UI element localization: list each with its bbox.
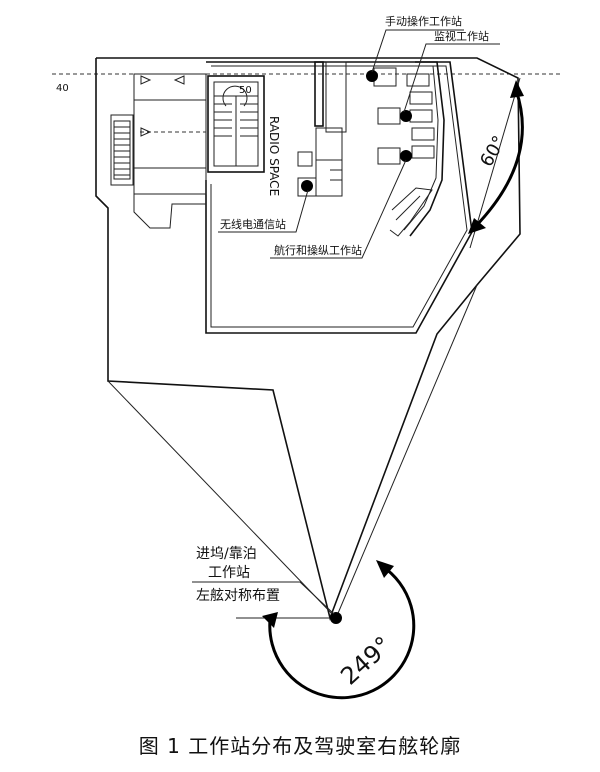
ventilation-unit <box>110 114 134 186</box>
manual-station-seat <box>366 67 397 87</box>
stair-label-50: 50 <box>239 85 252 96</box>
stairwell: 50 <box>207 75 265 173</box>
svg-text:航行和操纵工作站: 航行和操纵工作站 <box>274 243 362 257</box>
angle-249-marker: 249° <box>262 560 416 700</box>
docking-view-lines <box>107 77 521 624</box>
svg-text:手动操作工作站: 手动操作工作站 <box>385 14 462 28</box>
left-compartment <box>133 73 207 195</box>
label-radio-station: 无线电通信站 <box>218 189 309 233</box>
label-monitor-station: 监视工作站 <box>403 29 500 113</box>
label-nav-station: 航行和操纵工作站 <box>270 159 407 259</box>
bridge-room-outline <box>205 61 473 334</box>
svg-text:监视工作站: 监视工作站 <box>434 29 489 43</box>
nav-console-bank <box>389 61 445 237</box>
svg-text:左舷对称布置: 左舷对称布置 <box>196 588 280 604</box>
radio-space-label: RADIO SPACE <box>267 116 281 196</box>
angle-60-marker: 60° <box>468 80 524 234</box>
bridge-room-inner <box>210 65 468 328</box>
frame-label-40: 40 <box>56 83 69 94</box>
radio-station-seat <box>297 177 317 197</box>
hull-outline <box>95 57 521 621</box>
label-docking-station: 进坞/靠泊 工作站 左舷对称布置 <box>192 546 335 615</box>
center-consoles <box>297 61 347 197</box>
monitor-station-seat <box>377 107 412 125</box>
label-manual-station: 手动操作工作站 <box>371 14 464 73</box>
nav-station-seat <box>377 147 412 165</box>
angle-60-label: 60° <box>476 132 510 170</box>
figure-caption: 图 1 工作站分布及驾驶室右舷轮廓 <box>138 734 462 758</box>
svg-text:进坞/靠泊: 进坞/靠泊 <box>196 546 257 562</box>
svg-text:工作站: 工作站 <box>208 565 250 581</box>
docking-station-point <box>330 612 342 624</box>
svg-text:无线电通信站: 无线电通信站 <box>220 217 286 231</box>
